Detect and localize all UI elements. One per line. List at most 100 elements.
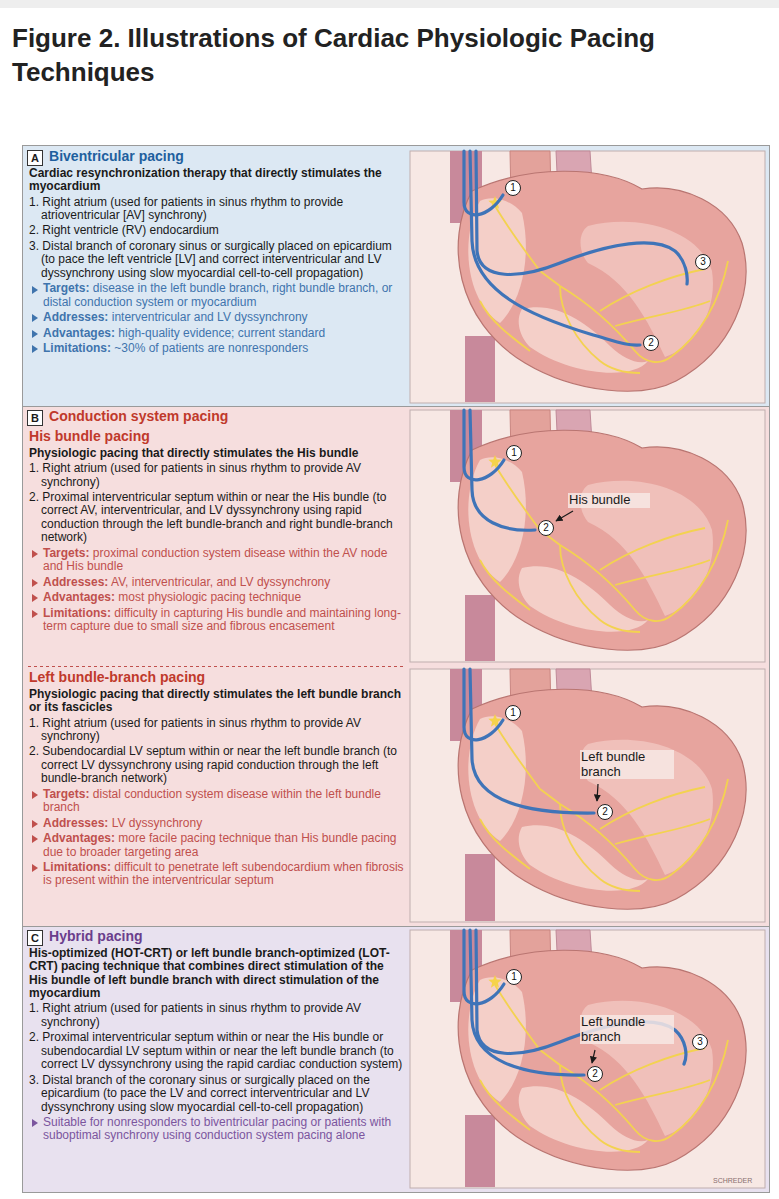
bullet-value: interventricular and LV dyssynchrony [108, 310, 307, 324]
text-column: Left bundle-branch pacingPhysiologic pac… [29, 670, 405, 890]
panel-letter: B [28, 411, 42, 425]
conduction-fiber [615, 1080, 710, 1105]
sinus-node [488, 975, 501, 988]
conduction-fiber [560, 545, 672, 621]
bullet-text: Targets: disease in the left bundle bran… [29, 282, 405, 309]
conduction-fiber [495, 465, 540, 530]
conduction-fiber [672, 261, 728, 356]
numbered-item: 1. Right atrium (used for patients in si… [29, 462, 405, 489]
bullet-value: most physiologic pacing technique [115, 590, 301, 604]
callout-outline [506, 706, 521, 721]
bullet-key: Limitations: [43, 606, 111, 620]
heart-illustration [410, 410, 765, 662]
callout-number: 1 [505, 180, 521, 196]
subtitle: Physiologic pacing that directly stimula… [29, 447, 405, 460]
numbered-item: 2. Proximal interventricular septum with… [29, 491, 405, 545]
numbered-item: 2. Proximal interventricular septum with… [29, 1031, 405, 1071]
callout-outline [506, 181, 521, 196]
callout-outline [644, 336, 659, 351]
bullet-key: Targets: [43, 787, 89, 801]
numbered-item: 3. Distal branch of coronary sinus or su… [29, 240, 405, 280]
image-ground [410, 410, 765, 662]
bullet-text: Advantages: more facile pacing technique… [29, 832, 405, 859]
bullet-text: Limitations: ~30% of patients are nonres… [29, 342, 405, 355]
conduction-fiber [480, 560, 530, 610]
callout-number: 1 [506, 445, 522, 461]
pacing-lead [476, 930, 686, 1064]
callout-number: 3 [692, 1034, 708, 1050]
panel-letter-box: C [27, 930, 43, 946]
callout-number: 2 [597, 804, 613, 820]
panel-ground [23, 406, 769, 926]
heart-illustration [410, 151, 765, 403]
callout-number: 1 [506, 969, 522, 985]
panel-divider [23, 926, 769, 927]
numbered-item: 1. Right atrium (used for patients in si… [29, 1002, 405, 1029]
bullet-value: LV dyssynchrony [108, 816, 202, 830]
heading: Conduction system pacing [29, 409, 405, 425]
inferior-vena-cava [465, 1115, 495, 1187]
bullet-key: Addresses: [43, 816, 108, 830]
conduction-fiber [480, 819, 530, 869]
numbered-item: 1. Right atrium (used for patients in si… [29, 717, 405, 744]
anatomy-label: Left bundle branch [580, 750, 674, 779]
heart-illustration [410, 669, 765, 922]
heading: His bundle pacing [29, 429, 405, 445]
bullet-text: Limitations: difficult to penetrate left… [29, 861, 405, 888]
conduction-fiber [560, 545, 640, 632]
pacing-lead [470, 410, 535, 530]
bullet-value: AV, interventricular, and LV dyssynchron… [108, 575, 330, 589]
callout-number: 1 [505, 705, 521, 721]
bullet-value: ~30% of patients are nonresponders [111, 341, 308, 355]
text-column: Conduction system pacing [29, 409, 405, 427]
image-ground [410, 669, 765, 922]
conduction-fiber [495, 206, 540, 271]
anatomy-label: His bundle [568, 493, 650, 508]
bullet-value: high-quality evidence; current standard [115, 326, 325, 340]
bullet-text: Advantages: most physiologic pacing tech… [29, 591, 405, 604]
leader-arrow [592, 1050, 595, 1063]
callout-outline [539, 521, 554, 536]
inferior-vena-cava [465, 336, 495, 402]
text-column: Biventricular pacingCardiac resynchroniz… [29, 149, 405, 357]
bullet-value: distal conduction system disease within … [43, 787, 381, 814]
pacing-lead [476, 151, 687, 284]
callout-number: 2 [587, 1066, 603, 1082]
heading: Biventricular pacing [29, 149, 405, 165]
callout-outline [696, 255, 711, 270]
heart-body [458, 171, 746, 391]
bullet-text: Targets: proximal conduction system dise… [29, 547, 405, 574]
numbered-item: 1. Right atrium (used for patients in si… [29, 196, 405, 223]
conduction-fiber [600, 269, 705, 311]
conduction-fiber [495, 985, 540, 1050]
conduction-fiber [540, 271, 560, 286]
panel-letter-box: A [27, 150, 43, 166]
text-column: Hybrid pacingHis-optimized (HOT-CRT) or … [29, 929, 405, 1145]
inferior-vena-cava [465, 854, 495, 921]
conduction-fiber [540, 1050, 560, 1065]
technique-panel: Hybrid pacingHis-optimized (HOT-CRT) or … [23, 926, 769, 1192]
callout-outline [588, 1067, 603, 1082]
panel-ground [23, 926, 769, 1192]
bullet-key: Limitations: [43, 341, 111, 355]
technique-panel: Biventricular pacingCardiac resynchroniz… [23, 146, 769, 406]
numbered-item: 2. Right ventricle (RV) endocardium [29, 224, 405, 237]
heart-illustration [410, 930, 765, 1188]
callout-number: 2 [587, 1066, 603, 1082]
callout-number: 3 [695, 254, 711, 270]
callout-outline [507, 446, 522, 461]
leader-arrow [556, 511, 573, 521]
right-ventricle [519, 566, 648, 632]
callout-outline [507, 970, 522, 985]
numbered-item: 2. Subendocardial LV septum within or ne… [29, 745, 405, 785]
panel-letter-box: B [27, 410, 43, 426]
numbered-item: 3. Distal branch of the coronary sinus o… [29, 1074, 405, 1114]
callout-number: 2 [643, 335, 659, 351]
bullet-key: Addresses: [43, 310, 108, 324]
panel-divider [23, 406, 769, 407]
bullet-text: Advantages: high-quality evidence; curre… [29, 327, 405, 340]
image-ground [410, 151, 765, 403]
bullet-key: Limitations: [43, 860, 111, 874]
right-ventricle [519, 825, 648, 891]
heading: Hybrid pacing [29, 929, 405, 945]
